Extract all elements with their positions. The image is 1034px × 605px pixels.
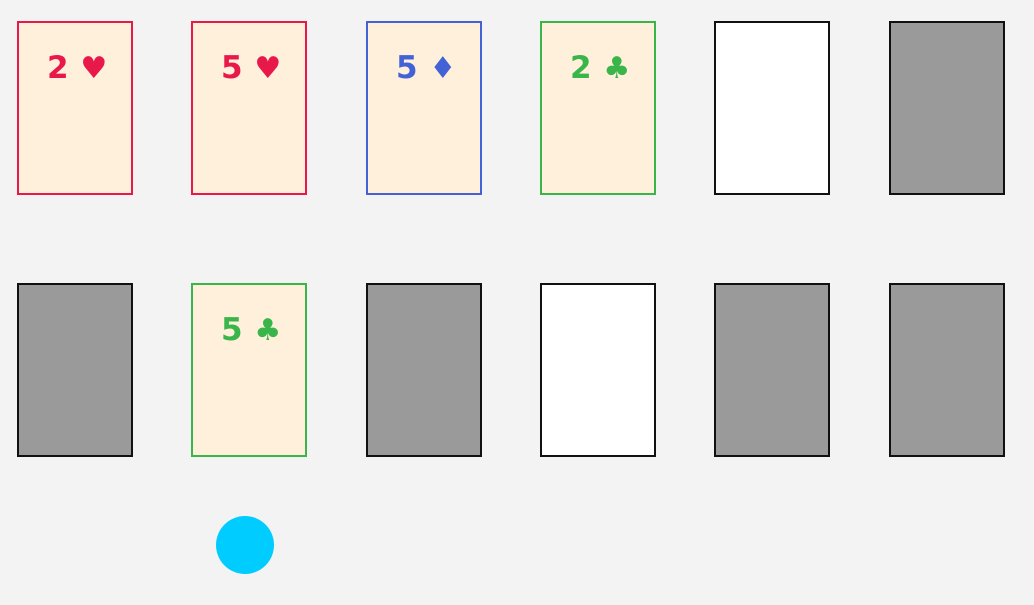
card-2-clubs[interactable]: 2 ♣ bbox=[540, 21, 656, 195]
heart-icon: ♥ bbox=[254, 51, 282, 86]
diamond-icon: ♦ bbox=[429, 51, 457, 86]
card-rank: 5 bbox=[221, 312, 244, 348]
card-rank: 2 bbox=[47, 50, 70, 86]
card-2-hearts[interactable]: 2 ♥ bbox=[17, 21, 133, 195]
card-face-down[interactable] bbox=[889, 21, 1005, 195]
card-face-down[interactable] bbox=[17, 283, 133, 457]
club-icon: ♣ bbox=[603, 51, 631, 86]
card-rank: 5 bbox=[396, 50, 419, 86]
selection-marker-icon bbox=[216, 516, 274, 574]
heart-icon: ♥ bbox=[80, 51, 108, 86]
card-label: 5 ♥ bbox=[221, 49, 282, 88]
card-label: 5 ♦ bbox=[396, 49, 457, 88]
card-5-hearts[interactable]: 5 ♥ bbox=[191, 21, 307, 195]
card-face-down[interactable] bbox=[366, 283, 482, 457]
card-rank: 2 bbox=[570, 50, 593, 86]
card-rank: 5 bbox=[221, 50, 244, 86]
card-label: 2 ♣ bbox=[570, 49, 631, 88]
card-label: 5 ♣ bbox=[221, 311, 282, 350]
card-blank[interactable] bbox=[540, 283, 656, 457]
card-5-clubs[interactable]: 5 ♣ bbox=[191, 283, 307, 457]
card-face-down[interactable] bbox=[889, 283, 1005, 457]
card-face-down[interactable] bbox=[714, 283, 830, 457]
club-icon: ♣ bbox=[254, 313, 282, 348]
card-label: 2 ♥ bbox=[47, 49, 108, 88]
card-5-diamonds[interactable]: 5 ♦ bbox=[366, 21, 482, 195]
card-blank[interactable] bbox=[714, 21, 830, 195]
